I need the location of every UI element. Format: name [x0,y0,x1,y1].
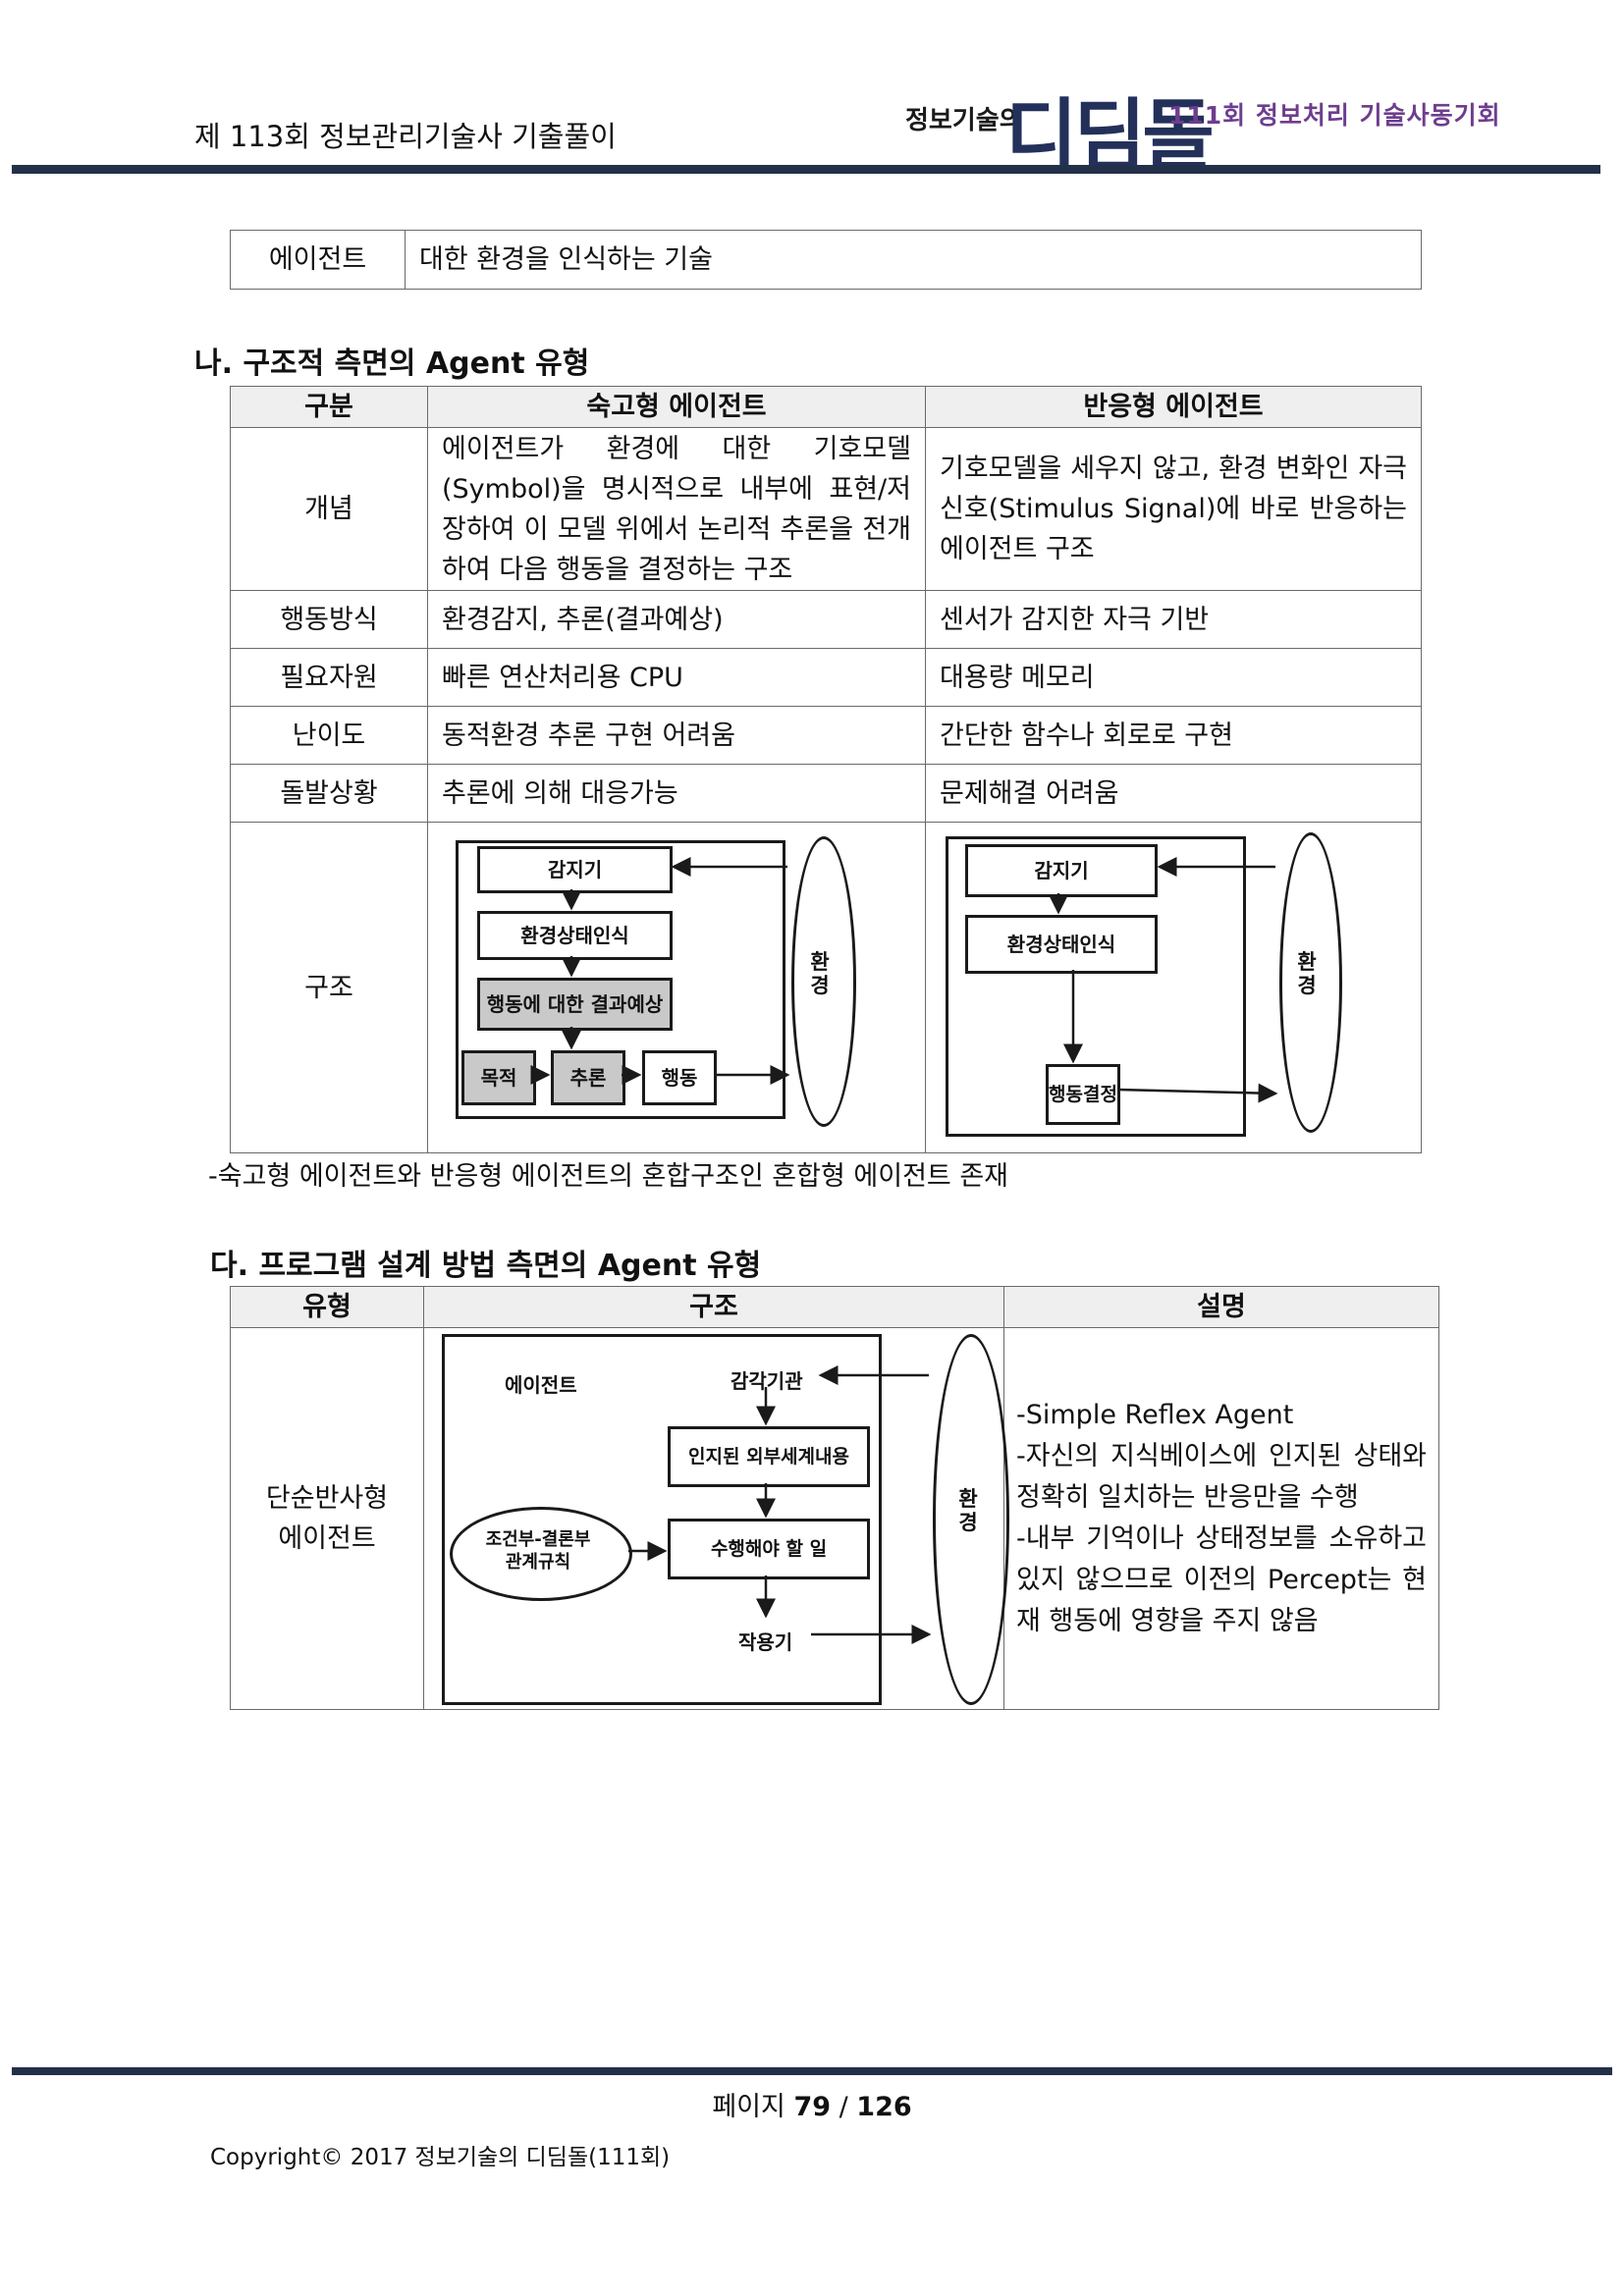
simple-reflex-diagram-cell: 에이전트 감각기관 인지된 외부세계내용 수행해야 할 일 조건부-결론부 관계… [423,1327,1009,1710]
program-design-table: 유형 구조 설명 단순반사형 에이전트 에이전트 감각기관 인지된 외부세계내용… [230,1286,1439,1710]
section-heading: 다. 프로그램 설계 방법 측면의 Agent 유형 [210,1249,762,1283]
description-line: -내부 기억이나 상태정보를 소유하고 있지 않으므로 이전의 Percept는… [1016,1523,1427,1636]
reasoning-box: 추론 [551,1050,625,1105]
action-decision-box: 행동결정 [1046,1064,1120,1125]
flow-arrows [530,857,790,1085]
agent-frame [946,836,1246,1137]
percept-box: 인지된 외부세계내용 [668,1426,870,1487]
current-page: 79 [793,2092,832,2122]
reactive-agent-diagram: 감지기 환경상태인식 행동결정 환경 [926,823,1421,1152]
column-header: 반응형 에이전트 [925,386,1422,428]
rules-label: 조건부-결론부 관계규칙 [485,1529,591,1573]
copyright: Copyright© 2017 정보기술의 디딤돌(111회) [210,2145,671,2170]
table-row: 난이도 동적환경 추론 구현 어려움 간단한 함수나 회로로 구현 [230,706,1422,765]
description-line: -Simple Reflex Agent [1016,1400,1294,1430]
page-number: 페이지 79 / 126 [0,2085,1624,2123]
result-prediction-box: 행동에 대한 결과예상 [477,978,673,1031]
table-cell: 환경감지, 추론(결과예상) [427,590,926,649]
table-cell: 기호모델을 세우지 않고, 환경 변화인 자극신호(Stimulus Signa… [925,427,1422,591]
task-box: 수행해야 할 일 [668,1519,870,1579]
continuation-table: 에이전트 대한 환경을 인식하는 기술 [230,230,1422,290]
agent-structure-table: 구분 숙고형 에이전트 반응형 에이전트 개념 에이전트가 환경에 대한 기호모… [230,386,1422,1153]
document-title: 제 113회 정보관리기술사 기출풀이 [194,120,617,153]
environment-ellipse [933,1334,1009,1705]
flow-arrows [628,1365,932,1644]
row-label: 난이도 [230,706,428,765]
simple-reflex-agent-diagram: 에이전트 감각기관 인지된 외부세계내용 수행해야 할 일 조건부-결론부 관계… [424,1328,1009,1709]
table-cell: 에이전트 [230,230,406,290]
table-row: 행동방식 환경감지, 추론(결과예상) 센서가 감지한 자극 기반 [230,590,1422,649]
column-header: 숙고형 에이전트 [427,386,926,428]
deliberative-diagram-cell: 감지기 환경상태인식 행동에 대한 결과예상 목적 추론 행동 환경 [427,822,926,1153]
agent-frame [456,840,785,1119]
header-rule [12,165,1600,174]
environment-ellipse [791,836,856,1127]
row-label: 단순반사형 에이전트 [230,1327,424,1710]
section-heading: 나. 구조적 측면의 Agent 유형 [194,347,590,381]
rules-ellipse [450,1507,632,1601]
agent-label: 에이전트 [505,1373,577,1397]
table-row: 돌발상황 추론에 의해 대응가능 문제해결 어려움 [230,764,1422,823]
column-header: 유형 [230,1286,424,1328]
row-label: 구조 [230,822,428,1153]
action-box: 행동 [642,1050,717,1105]
row-label: 행동방식 [230,590,428,649]
table-cell: 대용량 메모리 [925,648,1422,707]
environment-label: 환경 [810,950,830,997]
column-header: 구조 [423,1286,1004,1328]
total-pages: 126 [856,2092,912,2122]
page-separator: / [831,2092,857,2122]
deliberative-agent-diagram: 감지기 환경상태인식 행동에 대한 결과예상 목적 추론 행동 환경 [428,823,925,1152]
environment-label: 환경 [958,1487,978,1534]
effector-label: 작용기 [738,1630,793,1654]
table-cell: 문제해결 어려움 [925,764,1422,823]
table-cell: 동적환경 추론 구현 어려움 [427,706,926,765]
page-prefix: 페이지 [712,2092,794,2122]
state-recognition-box: 환경상태인식 [965,915,1158,974]
table-cell: 에이전트가 환경에 대한 기호모델(Symbol)을 명시적으로 내부에 표현/… [427,427,926,591]
flow-arrows [1049,857,1278,1103]
footer-rule [12,2067,1612,2075]
row-label: 개념 [230,427,428,591]
environment-ellipse [1279,832,1342,1133]
table-row: 필요자원 빠른 연산처리용 CPU 대용량 메모리 [230,648,1422,707]
logo-tagline: 111회 정보처리 기술사동기회 [1168,101,1501,130]
table-cell: 센서가 감지한 자극 기반 [925,590,1422,649]
column-header: 설명 [1003,1286,1439,1328]
hybrid-agent-note: -숙고형 에이전트와 반응형 에이전트의 혼합구조인 혼합형 에이전트 존재 [208,1161,1009,1192]
logo-small-text: 정보기술의 [905,106,1023,135]
description-line: -자신의 지식베이스에 인지된 상태와 정확히 일치하는 반응만을 수행 [1016,1441,1427,1513]
table-row: 구조 감지기 환경상태인식 행동에 대한 결과예상 목적 추론 행동 환경 [230,822,1422,1153]
table-cell: 추론에 의해 대응가능 [427,764,926,823]
column-header: 구분 [230,386,428,428]
table-cell: 간단한 함수나 회로로 구현 [925,706,1422,765]
table-row: 단순반사형 에이전트 에이전트 감각기관 인지된 외부세계내용 수행해야 할 일… [230,1327,1439,1710]
agent-frame [442,1334,882,1705]
table-cell: 빠른 연산처리용 CPU [427,648,926,707]
table-row: 개념 에이전트가 환경에 대한 기호모델(Symbol)을 명시적으로 내부에 … [230,427,1422,591]
goal-box: 목적 [461,1050,536,1105]
description-cell: -Simple Reflex Agent -자신의 지식베이스에 인지된 상태와… [1003,1327,1439,1710]
table-cell: 대한 환경을 인식하는 기술 [405,230,1422,290]
row-label: 필요자원 [230,648,428,707]
reactive-diagram-cell: 감지기 환경상태인식 행동결정 환경 [925,822,1422,1153]
environment-label: 환경 [1297,950,1317,997]
row-label: 돌발상황 [230,764,428,823]
